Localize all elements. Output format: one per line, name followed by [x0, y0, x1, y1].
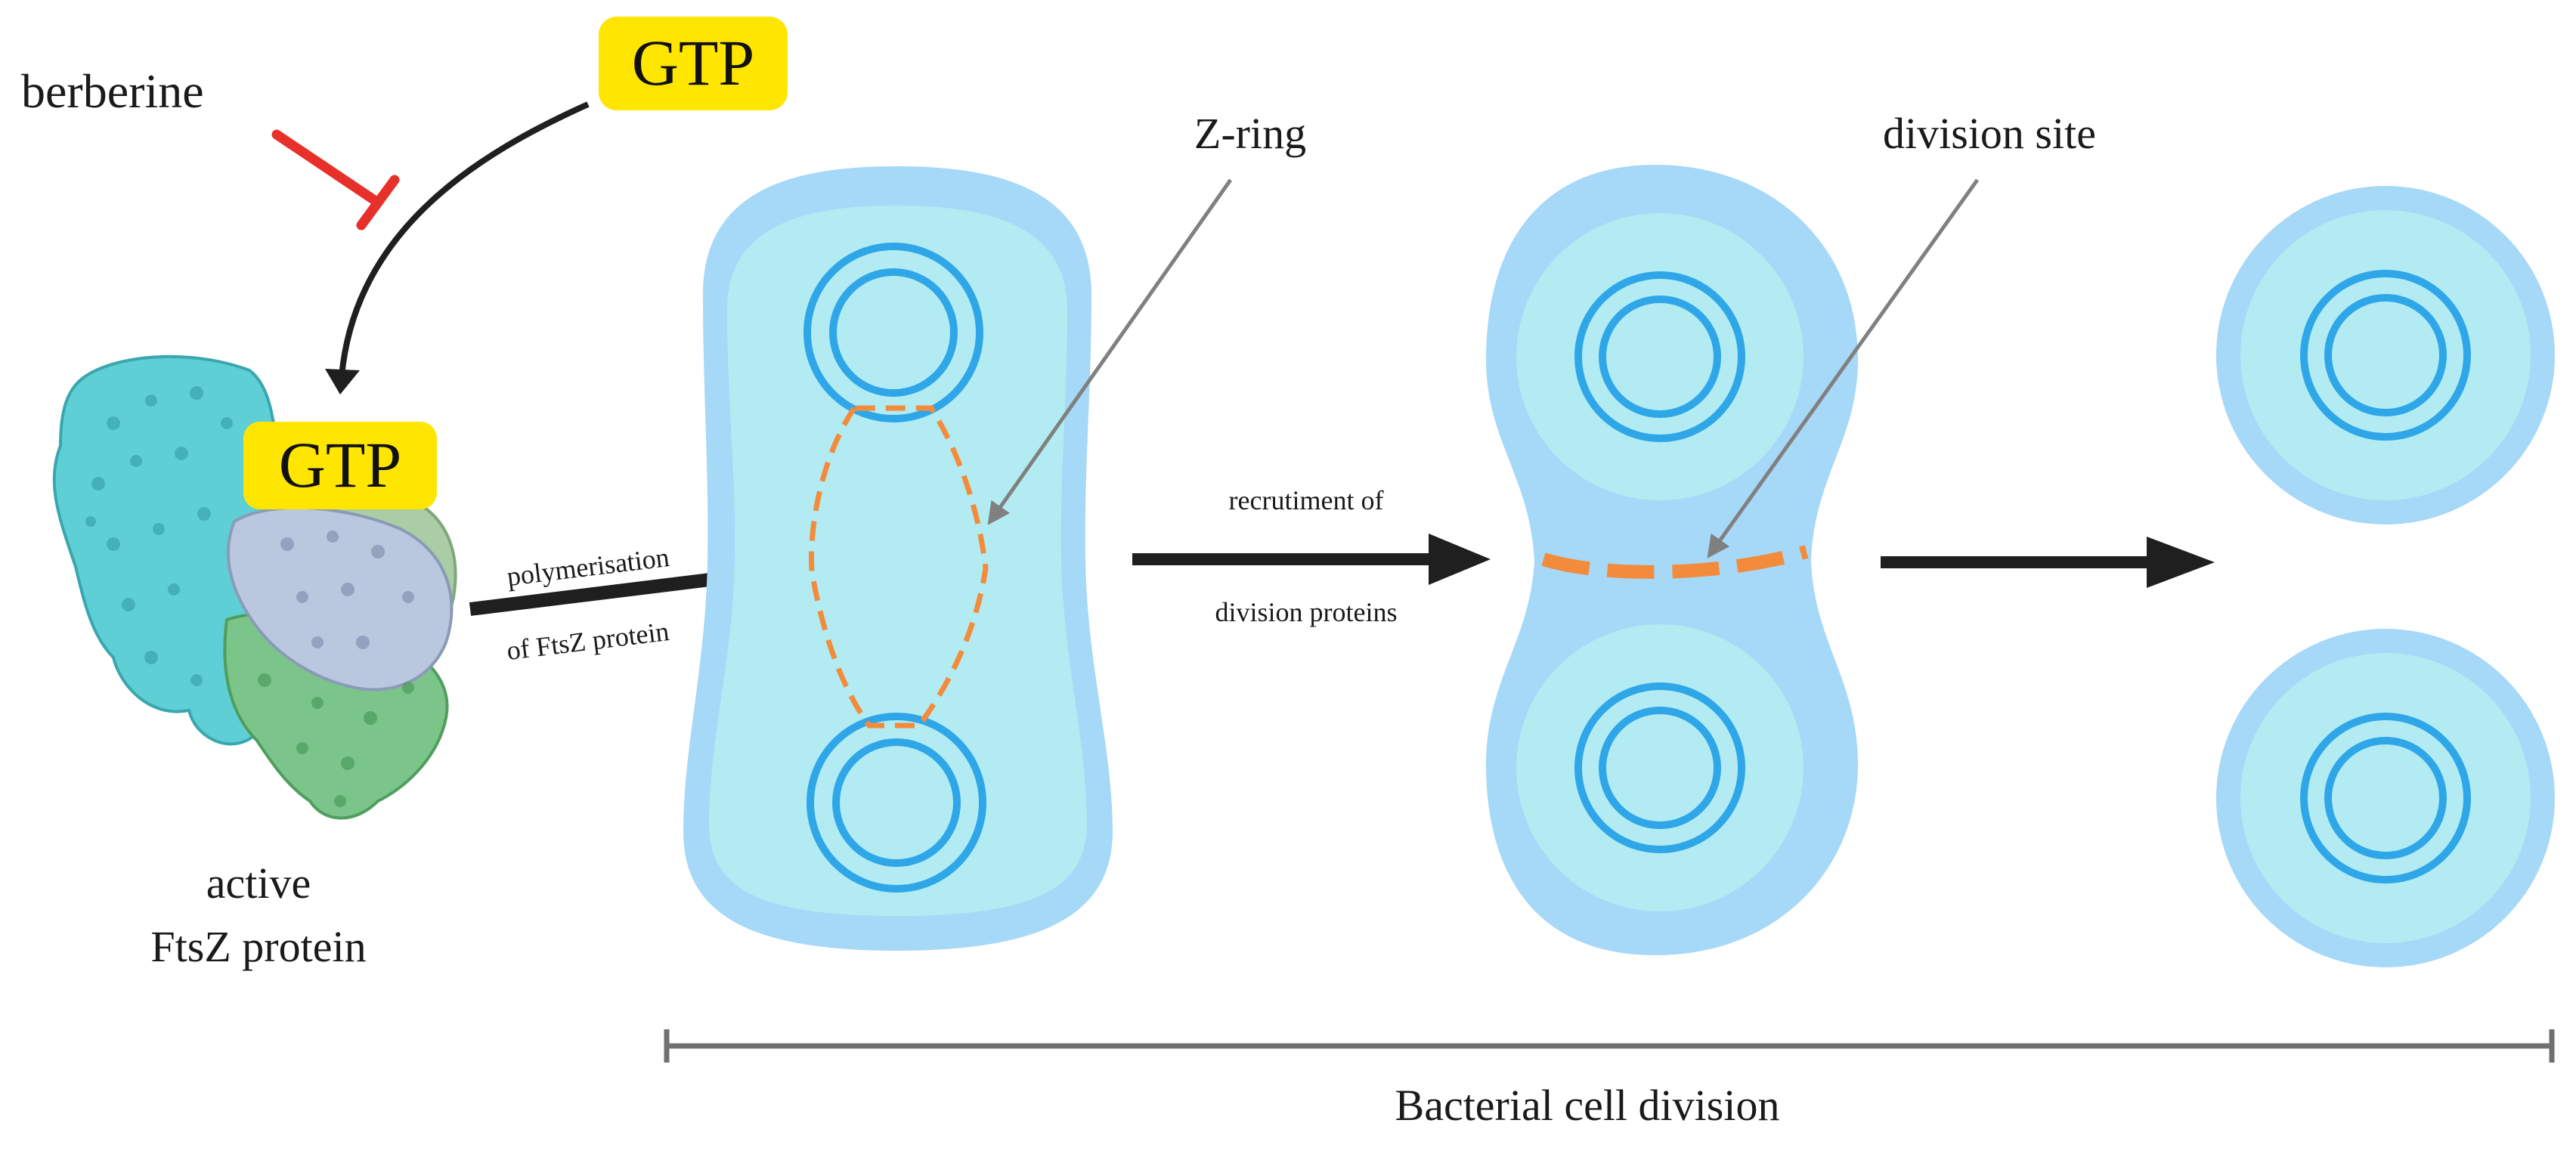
gtp-badge-top: GTP: [599, 17, 788, 110]
daughter-cell-top: [2216, 186, 2555, 524]
active-label: active: [206, 859, 311, 908]
gtp-top-label: GTP: [632, 26, 754, 99]
bacterial-cell-division-label: Bacterial cell division: [1395, 1081, 1780, 1130]
daughter-cell-bottom: [2216, 629, 2555, 967]
berberine-label: berberine: [21, 64, 204, 118]
division-site-label: division site: [1883, 109, 2096, 158]
z-ring: [809, 405, 989, 729]
inhibition-icon: [271, 129, 400, 231]
nucleoid-ring-top: [1574, 271, 1745, 442]
ftsz-polymer-label: of FtsZ protein: [505, 616, 670, 666]
division-site-pointer: [1707, 178, 1980, 558]
nucleoid-ring-bottom: [1574, 682, 1745, 853]
division-proteins-label: division proteins: [1215, 597, 1398, 627]
z-ring-label: Z-ring: [1194, 109, 1306, 158]
nucleoid-ring-bottom: [807, 713, 986, 893]
dividing-cell-elongated: [683, 166, 1113, 951]
nucleoid-ring-top: [803, 243, 983, 422]
ftsz-protein-label: FtsZ protein: [150, 922, 366, 971]
z-ring-pointer: [987, 178, 1233, 525]
division-site-ring: [1541, 545, 1809, 579]
gtp-binding-arrow: [325, 101, 590, 394]
process-bracket: [664, 1029, 2555, 1063]
gtp-badge-bound: GTP: [243, 422, 437, 509]
division-complete-arrow: [1881, 537, 2215, 588]
ftsz-protein-structure-icon: [52, 354, 457, 820]
recruitment-label: recrutiment of: [1229, 485, 1384, 515]
gtp-bound-label: GTP: [279, 429, 401, 501]
recruitment-arrow: [1132, 534, 1491, 585]
dividing-cell-constricting: [1486, 165, 1858, 955]
